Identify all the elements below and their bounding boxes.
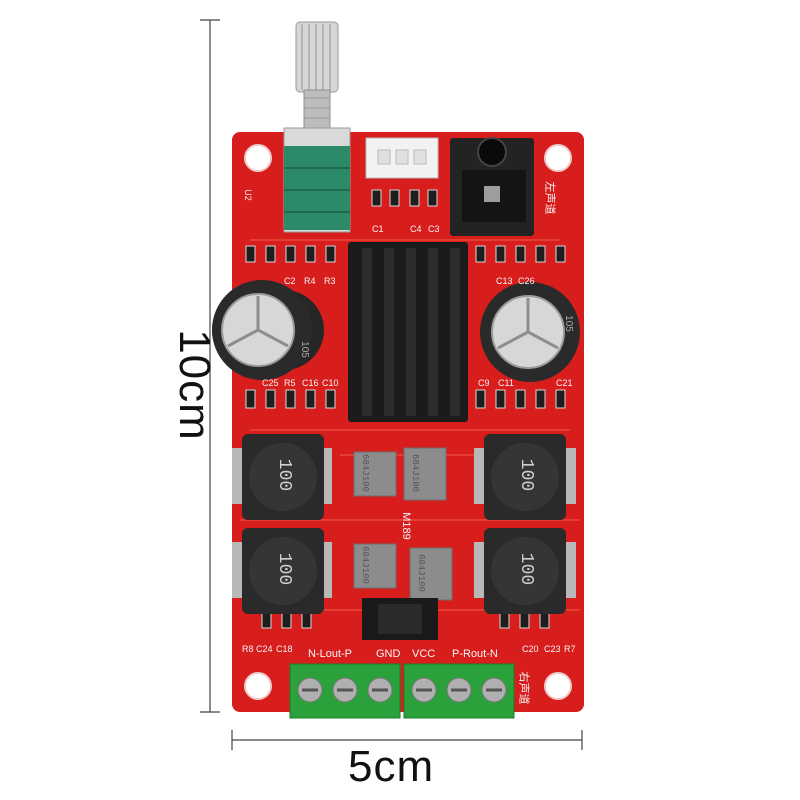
silk-c4: C4 [410,224,422,234]
capacitor-label-left: 105 [298,341,310,358]
heatsink [348,242,468,422]
silk-u2: U2 [242,189,253,201]
terminal-label-left: N-Lout-P [308,648,353,660]
resistor-code-3: 684J100 [359,546,370,584]
silk-r4: R4 [304,276,316,286]
silk-right-channel: 右声道 [517,671,530,705]
power-resistors [353,447,453,601]
terminal-label-vcc: VCC [412,648,436,660]
silk-r8: R8 [242,644,254,654]
silk-c20: C20 [522,644,539,654]
silk-r3: R3 [324,276,336,286]
silk-r5: R5 [284,378,296,388]
silk-c3: C3 [428,224,440,234]
capacitor-label-right: 105 [562,315,574,332]
potentiometer-body [283,127,351,233]
silk-c13: C13 [496,276,513,286]
silk-c11: C11 [498,378,514,388]
resistor-code-4: 684J100 [415,554,426,592]
inductor-bottom-right [474,528,576,614]
capacitor-right [480,282,580,382]
regulator [362,598,438,640]
silk-c18: C18 [276,644,293,654]
potentiometer-shaft [295,21,339,131]
inductor-top-right [474,434,576,520]
silk-c23: C23 [544,644,561,654]
silk-c1: C1 [372,224,384,234]
inductor-code-bottom-right: 100 [516,552,537,586]
silk-c16: C16 [302,378,319,388]
silk-c21: C21 [556,378,573,388]
inductor-bottom-left [232,528,332,614]
inductor-code-bottom-left: 100 [274,552,295,586]
audio-jack [450,137,534,236]
silk-c24: C24 [256,644,273,654]
silk-c26: C26 [518,276,535,286]
inductor-top-left [232,434,332,520]
mounting-holes [244,144,572,700]
resistor-code-1: 684J100 [359,454,370,492]
terminal-label-gnd: GND [376,648,401,660]
inductor-code-top-right: 100 [516,458,537,492]
smd-components [245,189,566,629]
height-dimension-label: 10cm [169,329,219,441]
resistor-code-2: 684J100 [409,454,420,492]
inductor-code-top-left: 100 [274,458,295,492]
silk-c10: C10 [322,378,339,388]
silk-c2: C2 [284,276,296,286]
terminal-label-right: P-Rout-N [452,648,498,660]
input-connector [365,137,439,179]
silk-c25: C25 [262,378,279,388]
capacitor-left [212,280,324,380]
silk-c9: C9 [478,378,490,388]
dimension-horizontal [231,730,583,750]
silk-left-channel: 左声道 [543,181,556,215]
silk-r7: R7 [564,644,576,654]
dimension-vertical [200,19,220,713]
silk-chip: M189 [399,512,412,540]
terminal-block-right [403,663,515,719]
terminal-block-left [289,663,401,719]
width-dimension-label: 5cm [348,742,435,791]
